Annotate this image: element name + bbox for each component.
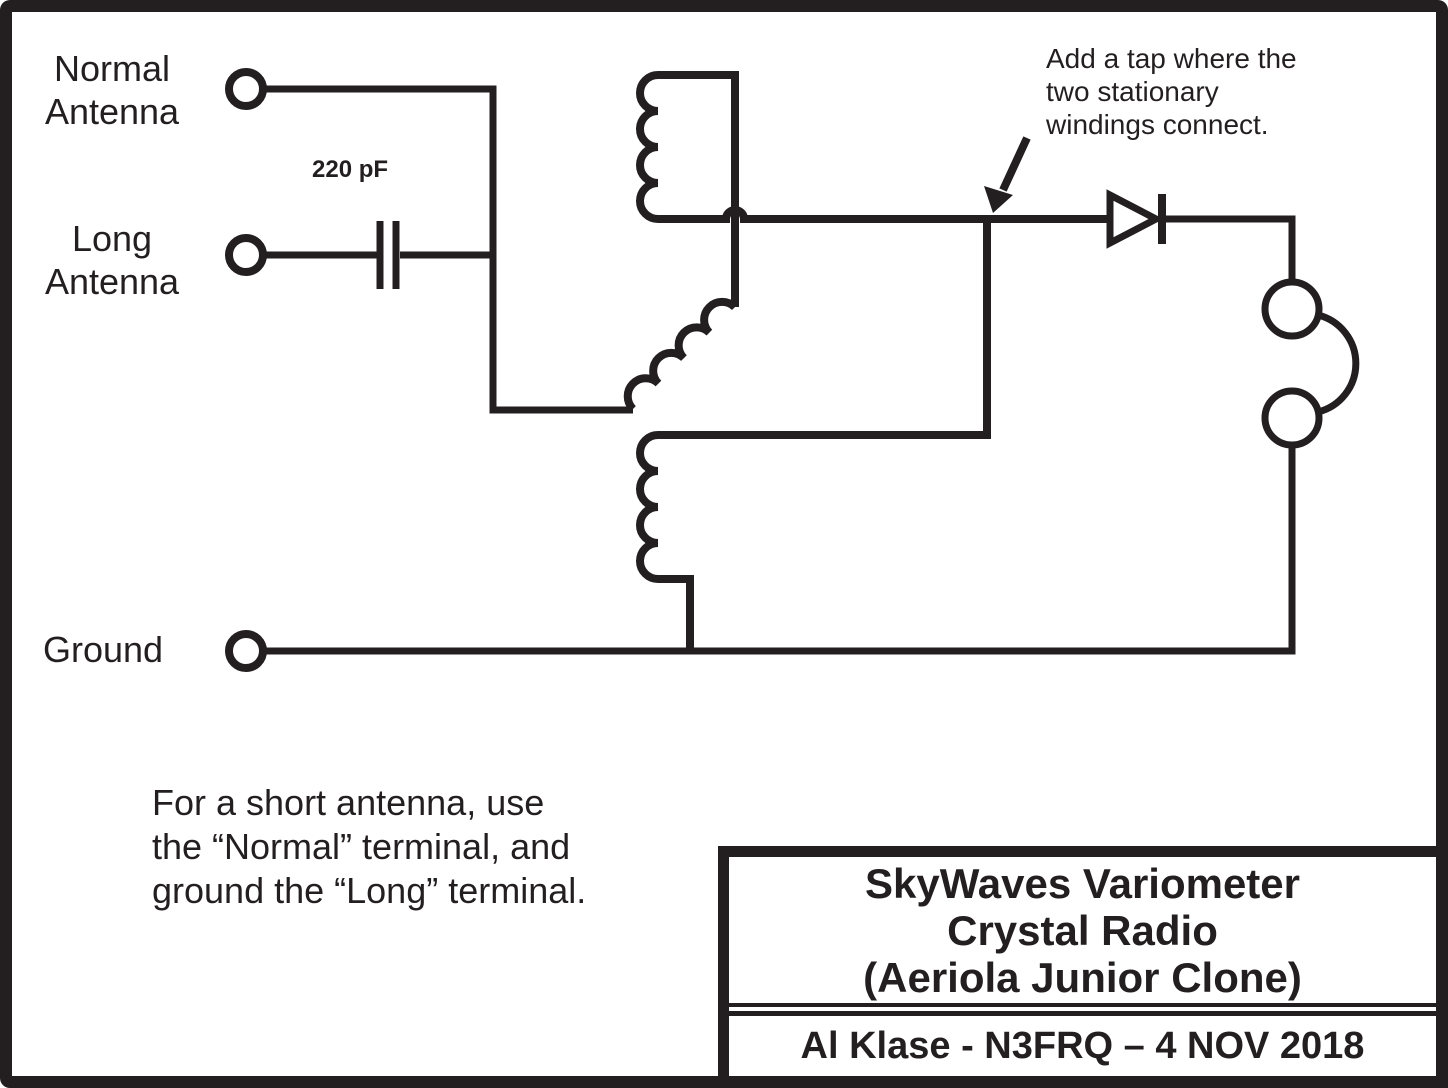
headphones bbox=[265, 278, 1360, 655]
normal-antenna-label: Normal Antenna bbox=[44, 48, 180, 132]
title-block-author-date: Al Klase - N3FRQ – 4 NOV 2018 bbox=[729, 1011, 1436, 1076]
normal-antenna-terminal bbox=[225, 68, 267, 110]
tap-note: Add a tap where the two stationary windi… bbox=[1046, 43, 1297, 140]
title-block-title: SkyWaves Variometer Crystal Radio (Aerio… bbox=[729, 857, 1436, 1007]
ground-terminal bbox=[225, 630, 267, 672]
title-block: SkyWaves Variometer Crystal Radio (Aerio… bbox=[718, 846, 1448, 1088]
top-stationary-winding bbox=[636, 71, 1110, 307]
detector-diode bbox=[1106, 189, 1296, 283]
capacitor-value-label: 220 pF bbox=[312, 156, 389, 183]
long-antenna-terminal bbox=[225, 234, 267, 276]
long-antenna-label: Long Antenna bbox=[44, 218, 180, 302]
bottom-stationary-winding bbox=[636, 219, 991, 651]
rotor-winding bbox=[623, 297, 738, 412]
usage-note: For a short antenna, use the “Normal” te… bbox=[152, 782, 587, 911]
ground-label: Ground bbox=[43, 629, 164, 670]
series-capacitor bbox=[376, 221, 493, 289]
tap-arrow bbox=[984, 136, 1031, 213]
antenna-feed-wire bbox=[265, 85, 633, 414]
